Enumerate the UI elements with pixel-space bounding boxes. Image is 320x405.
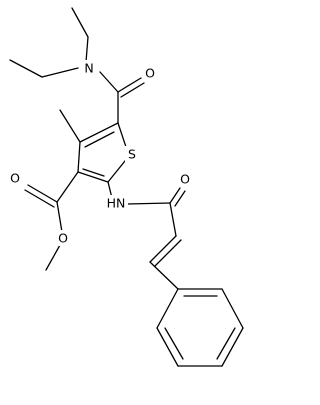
atom-label-ester-carbonyl-o: O <box>10 171 20 186</box>
bond-acyl-c-alpha <box>169 202 177 237</box>
atom-label-ester-methoxy-o: O <box>58 231 68 246</box>
bond-ph-5 <box>156 327 179 367</box>
bond-ph-6 <box>156 288 179 329</box>
bond-vinyl-ph <box>149 261 179 290</box>
bond-ethyl1-ch2 <box>85 36 89 63</box>
bond-vinyl-2 <box>154 239 182 267</box>
atom-label-amide-o: O <box>145 66 155 81</box>
bond-vinyl-1 <box>149 235 177 263</box>
bond-o-methyl <box>45 244 61 271</box>
bond-ester-co-1 <box>27 184 58 203</box>
bond-ester-co-2 <box>24 189 55 208</box>
bond-acyl-co-2 <box>174 190 186 207</box>
bond-ring-c2-c3-inner <box>82 168 105 177</box>
bond-ph-inner-2 <box>216 327 236 360</box>
molecule-structure: N O S O O HN O <box>8 7 244 367</box>
bond-ethyl2-ch2 <box>41 67 79 78</box>
bond-ring-c2-c3 <box>77 171 109 183</box>
bond-ring-c4-c5 <box>79 122 119 143</box>
bond-ph-inner-3 <box>164 327 184 360</box>
bond-amide-co-2 <box>120 82 145 98</box>
bond-c3-ester-c <box>56 171 79 203</box>
bond-ethyl1-ch3 <box>71 7 89 38</box>
bond-methyl <box>59 109 81 143</box>
atom-label-amide-n: N <box>84 61 93 76</box>
bond-acyl-co-1 <box>169 187 181 204</box>
bond-amide-co-1 <box>117 77 142 93</box>
bond-ring-c3-c4 <box>77 141 81 173</box>
atom-label-amine-hn: HN <box>107 196 126 211</box>
bond-n-amide-c <box>99 71 119 93</box>
atom-label-thiophene-s: S <box>128 147 136 162</box>
bond-ester-c-o <box>56 201 63 233</box>
bond-ph-3 <box>221 327 244 367</box>
bond-ph-2 <box>221 288 244 329</box>
bond-ring-c4-c5-inner <box>84 131 115 148</box>
bond-nh-acyl-c <box>125 202 171 205</box>
atom-label-acryl-o: O <box>180 172 190 187</box>
bond-ethyl2-ch3 <box>9 59 43 78</box>
